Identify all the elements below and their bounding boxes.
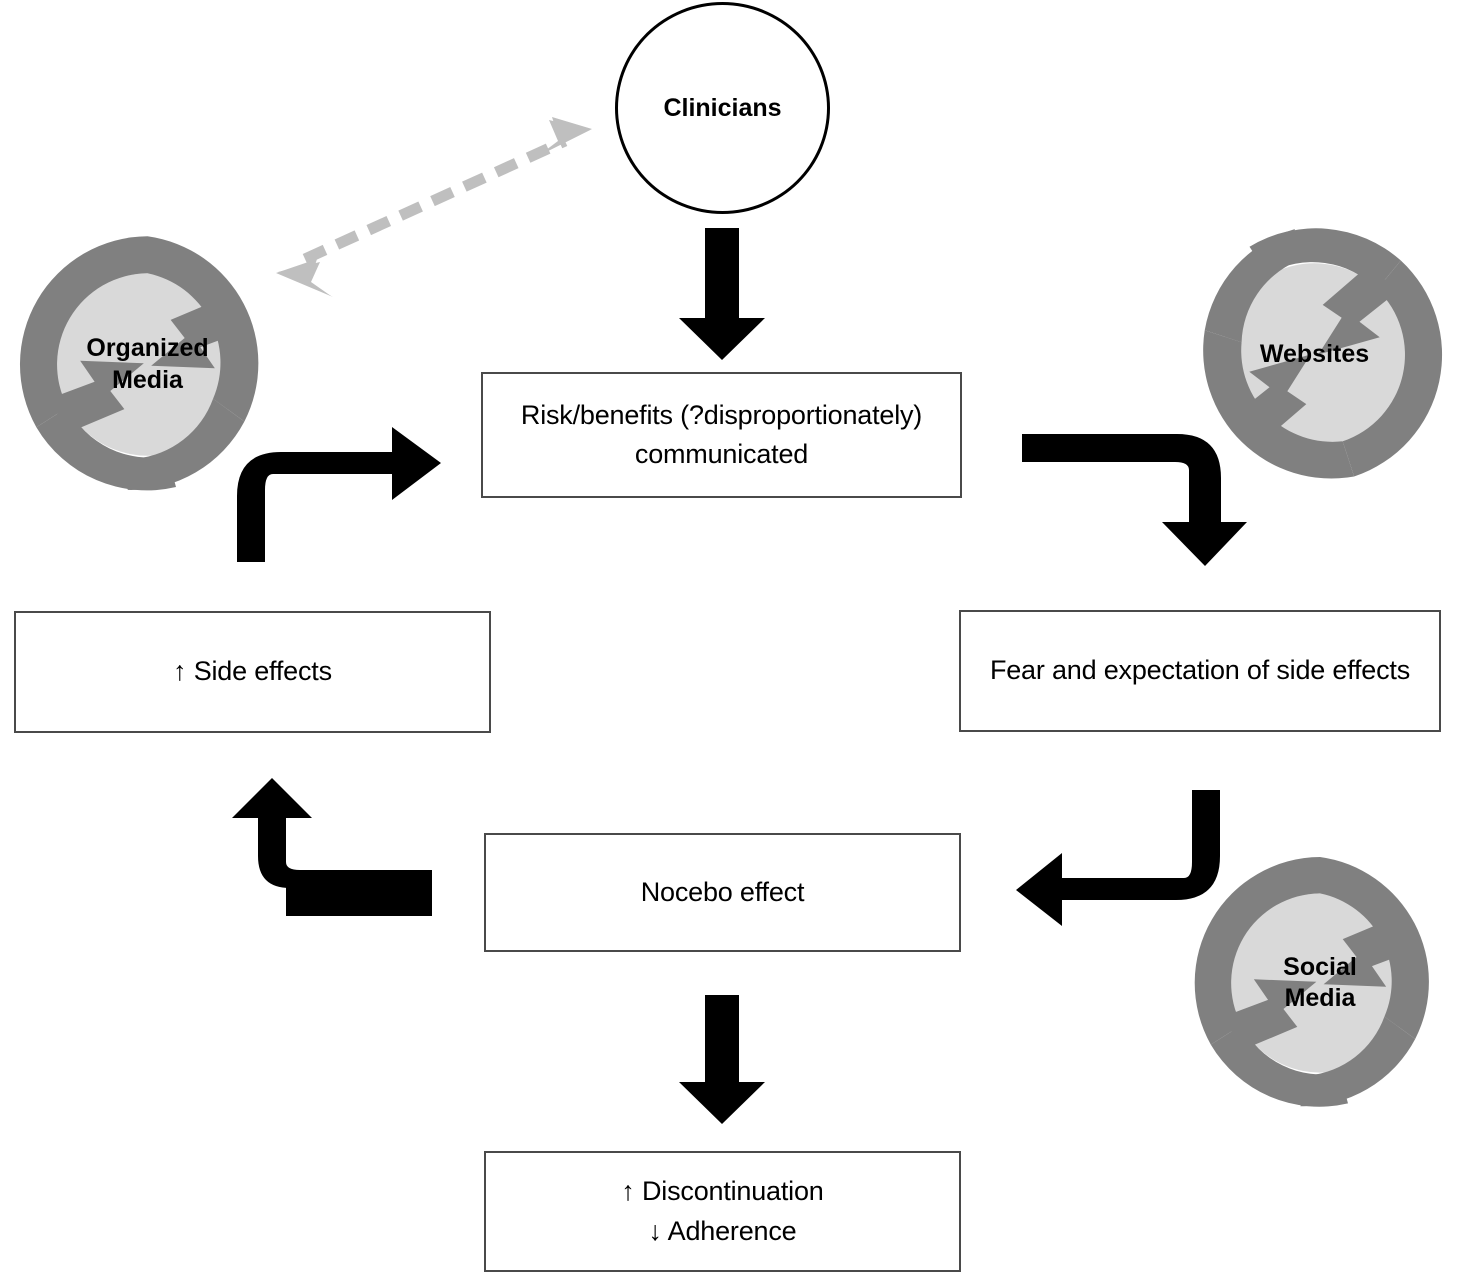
nocebo-effect-box[interactable]: Nocebo effect (484, 833, 961, 952)
cycle-arrows-icon (19, 236, 259, 491)
arrow-elbow-icon-nocebo-side-effects (232, 778, 432, 916)
cycle-arrows-icon (1203, 228, 1442, 479)
discontinuation-adherence-label: ↑ Discontinuation ↓ Adherence (621, 1176, 824, 1246)
arrow-down-icon-clinicians (679, 228, 765, 360)
nocebo-effect-label: Nocebo effect (640, 876, 805, 907)
clinicians-label: Clinicians (663, 93, 782, 122)
fear-expectation-label: Fear and expectation of side effects (989, 655, 1411, 686)
risk-benefits-label: Risk/benefits (?disproportionately) comm… (520, 399, 923, 469)
websites-node[interactable]: Websites (1172, 212, 1457, 497)
social-media-node[interactable]: Social Media (1180, 843, 1460, 1123)
side-effects-box[interactable]: ↑ Side effects (14, 611, 491, 733)
clinicians-node[interactable]: Clinicians (615, 2, 830, 214)
organized-media-node[interactable]: Organized Media (5, 222, 290, 507)
discontinuation-adherence-box[interactable]: ↑ Discontinuation ↓ Adherence (484, 1151, 961, 1272)
arrow-down-icon-nocebo (679, 995, 765, 1124)
risk-benefits-box[interactable]: Risk/benefits (?disproportionately) comm… (481, 372, 962, 498)
side-effects-label: ↑ Side effects (173, 656, 332, 687)
fear-expectation-box[interactable]: Fear and expectation of side effects (959, 610, 1441, 732)
cycle-arrows-icon (1194, 857, 1429, 1107)
arrow-dashed-double-icon (276, 117, 592, 297)
